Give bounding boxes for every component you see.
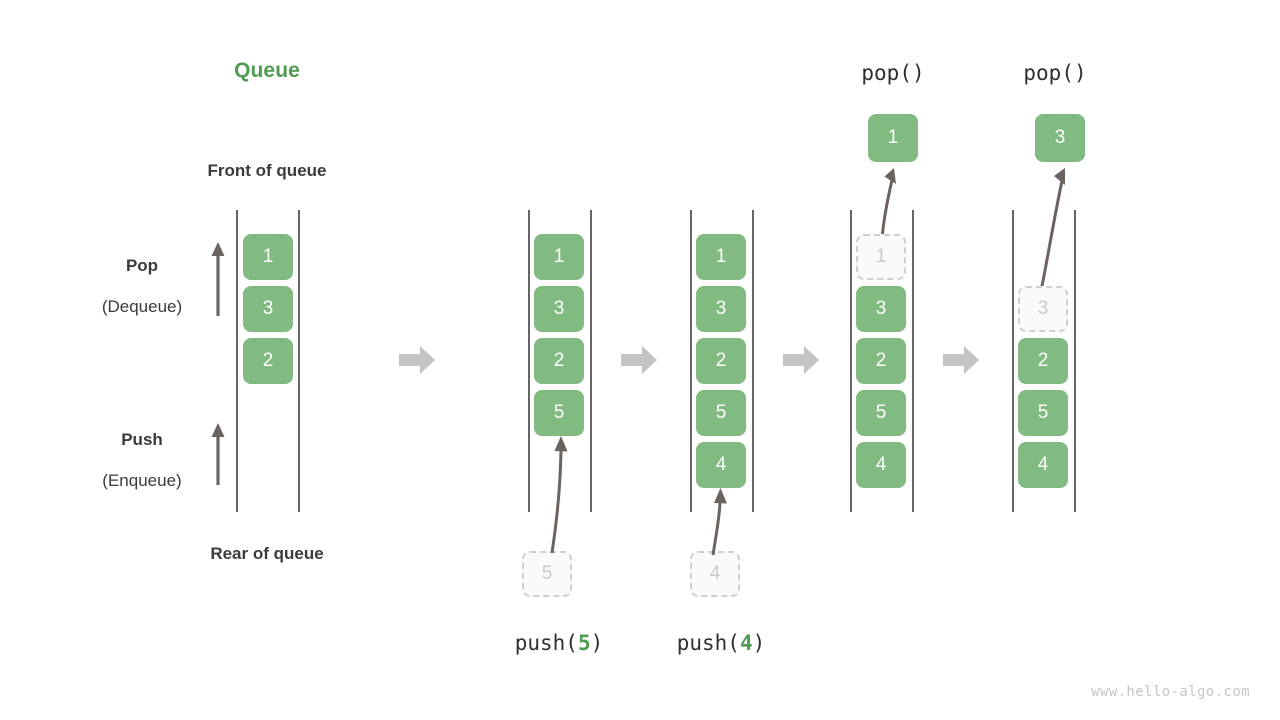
push-4-caption: push(4)	[621, 631, 821, 655]
queue-item: 1	[696, 234, 746, 280]
popped-item-p4: 1	[868, 114, 918, 162]
queue-rail-right-p2	[590, 210, 592, 512]
queue-item-new: 4	[696, 442, 746, 488]
queue-item: 1	[243, 234, 293, 280]
page-title: Queue	[234, 59, 300, 82]
push-label: Push	[121, 430, 163, 449]
queue-item: 3	[696, 286, 746, 332]
pop-curve-arrow-p5	[1026, 168, 1096, 303]
pop-sublabel: (Dequeue)	[101, 297, 183, 316]
queue-rail-right-p5	[1074, 210, 1076, 512]
push-sublabel: (Enqueue)	[102, 471, 182, 490]
flow-arrow-icon	[621, 345, 657, 375]
push-curve-arrow-p2	[530, 425, 590, 555]
queue-item-new: 5	[534, 390, 584, 436]
push-5-arg: 5	[577, 631, 591, 655]
push-5-close: )	[590, 631, 604, 655]
rear-of-queue-label: Rear of queue	[210, 544, 324, 563]
push-4-fn: push(	[676, 631, 740, 655]
push-5-fn: push(	[514, 631, 578, 655]
queue-item: 5	[856, 390, 906, 436]
queue-rail-left-p1	[236, 210, 238, 512]
queue-rail-right-p3	[752, 210, 754, 512]
queue-rail-left-p3	[690, 210, 692, 512]
popped-item-p5: 3	[1035, 114, 1085, 162]
queue-item: 5	[696, 390, 746, 436]
queue-item: 3	[534, 286, 584, 332]
queue-item: 2	[856, 338, 906, 384]
push-curve-arrow-p3	[694, 477, 754, 557]
front-of-queue-label: Front of queue	[207, 161, 327, 180]
push-4-arg: 4	[739, 631, 753, 655]
queue-item: 2	[534, 338, 584, 384]
queue-rail-right-p1	[298, 210, 300, 512]
queue-rail-left-p2	[528, 210, 530, 512]
queue-item-removed: 1	[856, 234, 906, 280]
queue-item: 3	[243, 286, 293, 332]
queue-rail-right-p4	[912, 210, 914, 512]
flow-arrow-icon	[399, 345, 435, 375]
incoming-ghost-item: 4	[690, 551, 740, 597]
pop-caption-p5: pop()	[1023, 61, 1087, 85]
queue-item: 4	[1018, 442, 1068, 488]
queue-item: 4	[856, 442, 906, 488]
queue-rail-left-p4	[850, 210, 852, 512]
queue-item: 2	[243, 338, 293, 384]
queue-item: 2	[1018, 338, 1068, 384]
pop-caption-p4: pop()	[861, 61, 925, 85]
push-5-caption: push(5)	[459, 631, 659, 655]
queue-rail-left-p5	[1012, 210, 1014, 512]
queue-item: 3	[856, 286, 906, 332]
flow-arrow-icon	[943, 345, 979, 375]
push-4-close: )	[752, 631, 766, 655]
incoming-ghost-item: 5	[522, 551, 572, 597]
queue-item-removed: 3	[1018, 286, 1068, 332]
pop-direction-arrow	[207, 240, 229, 316]
pop-label: Pop	[125, 256, 159, 275]
push-direction-arrow	[207, 421, 229, 485]
watermark: www.hello-algo.com	[1091, 684, 1250, 700]
queue-item: 1	[534, 234, 584, 280]
flow-arrow-icon	[783, 345, 819, 375]
queue-item: 5	[1018, 390, 1068, 436]
queue-item: 2	[696, 338, 746, 384]
